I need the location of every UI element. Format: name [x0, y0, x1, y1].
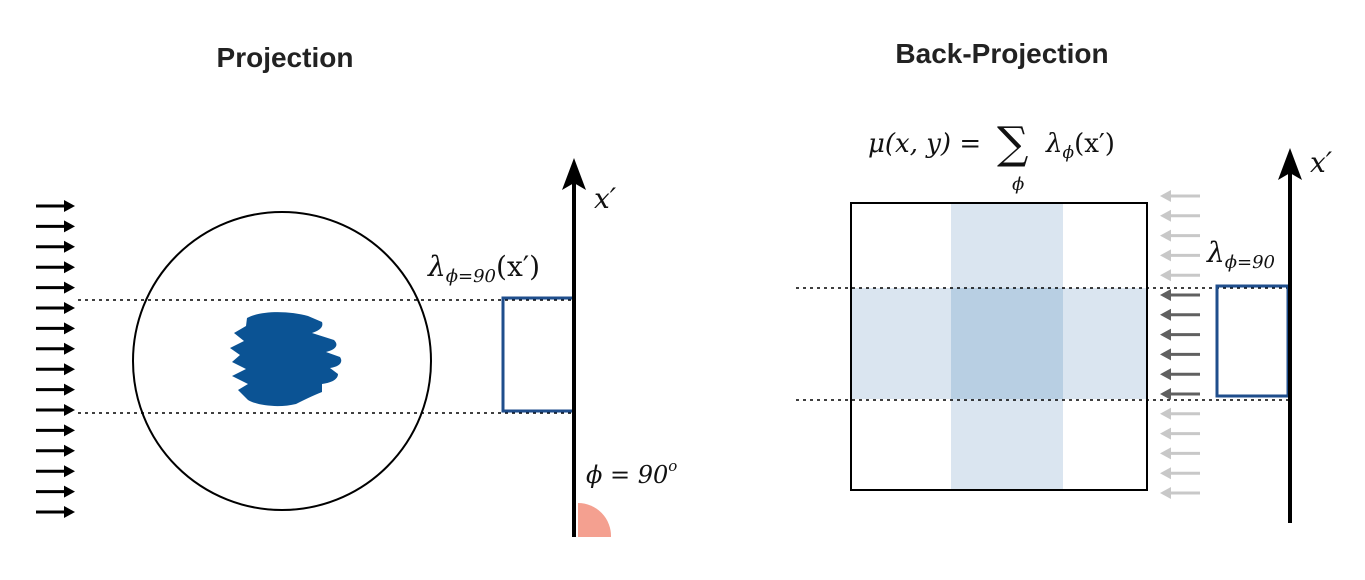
back-projection-ray-arrow: [1160, 308, 1200, 321]
incident-ray-arrow: [36, 424, 75, 437]
detector-axis-label: x′: [594, 182, 617, 215]
back-projection-axis-head: [1278, 148, 1302, 180]
reconstruction-formula: μ(x, y) = ∑ ϕ λϕ(x′): [868, 118, 1115, 195]
formula-rhs: λϕ(x′): [1045, 129, 1115, 163]
incident-ray-arrow: [36, 444, 75, 457]
projection-label: λϕ=90(x′): [427, 250, 540, 287]
back-projection-ray-arrow: [1160, 209, 1200, 222]
projection-profile: [501, 296, 576, 413]
back-projection-axis-label: x′: [1310, 146, 1333, 179]
back-projection-ray-arrow: [1160, 467, 1200, 480]
back-projection-ray-arrow: [1160, 388, 1200, 400]
object-blob: [230, 312, 342, 407]
incident-ray-arrow: [36, 506, 75, 518]
back-projection-ray-arrow: [1160, 348, 1200, 361]
incident-ray-arrow: [36, 281, 75, 294]
detector-axis-head: [562, 158, 586, 190]
back-projection-ray-arrow: [1160, 249, 1200, 262]
back-projection-ray-arrow: [1160, 269, 1200, 282]
incident-ray-arrow: [36, 383, 75, 396]
back-projection-ray-arrow: [1160, 427, 1200, 440]
incident-ray-arrow: [36, 261, 75, 274]
back-projection-rays: [1160, 190, 1200, 499]
projection-title: Projection: [217, 42, 354, 73]
back-projection-ray-arrow: [1160, 447, 1200, 460]
back-projection-ray-arrow: [1160, 328, 1200, 341]
incident-ray-arrow: [36, 465, 75, 478]
band-intersection: [951, 288, 1063, 399]
back-projection-panel: Back-Projection μ(x, y) = ∑ ϕ λϕ(x′) x′ …: [796, 38, 1333, 523]
back-projection-ray-arrow: [1160, 229, 1200, 242]
field-of-view-circle: [132, 211, 432, 511]
back-projection-ray-arrow: [1160, 190, 1200, 202]
angle-wedge: [578, 503, 612, 537]
incident-ray-arrow: [36, 240, 75, 253]
incident-ray-arrow: [36, 404, 75, 416]
back-projection-ray-arrow: [1160, 487, 1200, 499]
projection-panel: Projection x′ λϕ=90(x′) ϕ = 90o: [36, 42, 677, 537]
incident-ray-arrow: [36, 302, 75, 314]
incident-ray-arrow: [36, 220, 75, 233]
incident-ray-arrow: [36, 363, 75, 376]
back-projection-title: Back-Projection: [895, 38, 1108, 69]
incident-ray-arrow: [36, 485, 75, 498]
formula-sum-symbol: ∑: [997, 118, 1028, 169]
formula-sum-index: ϕ: [1012, 174, 1024, 195]
back-projection-ray-arrow: [1160, 407, 1200, 420]
back-projection-ray-arrow: [1160, 289, 1200, 301]
incident-rays: [36, 200, 75, 518]
back-projection-ray-arrow: [1160, 368, 1200, 381]
image-square: [850, 202, 1148, 491]
back-projection-profile-label: λϕ=90: [1206, 236, 1275, 273]
formula-lhs: μ(x, y) =: [868, 129, 981, 159]
incident-ray-arrow: [36, 322, 75, 335]
back-projection-profile: [1215, 284, 1290, 398]
incident-ray-arrow: [36, 200, 75, 212]
angle-label: ϕ = 90o: [586, 457, 677, 489]
incident-ray-arrow: [36, 342, 75, 355]
